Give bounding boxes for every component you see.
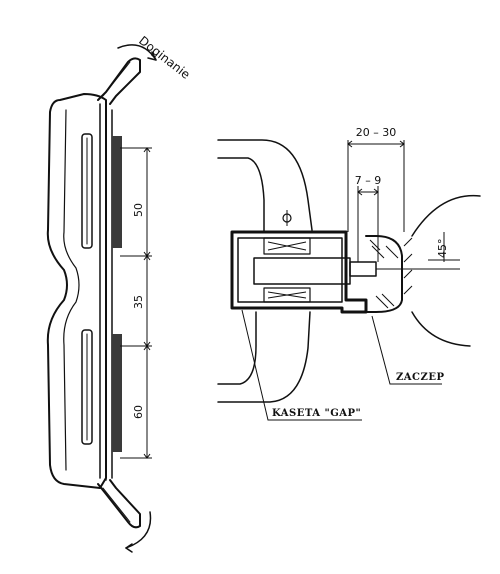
lower-bent-tab xyxy=(97,479,141,529)
upper-slot xyxy=(81,133,93,249)
frame-profile-upper xyxy=(217,139,313,231)
frame-profile-lower xyxy=(217,311,311,403)
upper-bent-tab xyxy=(97,57,141,105)
shaft-tip xyxy=(349,261,377,277)
strap-plate-view: Doginanie 50 35 60 xyxy=(46,33,193,553)
bend-arrow-top-head xyxy=(147,51,157,61)
bend-arrow-bottom xyxy=(125,511,152,549)
catch-hatching xyxy=(369,239,399,309)
frame-profile-lower-inner xyxy=(217,311,257,385)
callout-catch: ZACZEP xyxy=(396,372,444,383)
dimension-7-9: 7 – 9 xyxy=(355,174,382,187)
strap-outline xyxy=(46,93,107,489)
upper-bearing xyxy=(263,237,311,255)
bend-arrow-bottom-head xyxy=(125,543,133,553)
dimension-50: 50 xyxy=(132,203,145,217)
lower-slot xyxy=(81,329,93,445)
angle-45: 45° xyxy=(436,239,449,259)
lower-bearing xyxy=(263,287,311,303)
strap-flange xyxy=(99,99,113,481)
callout-cassette: KASETA "GAP" xyxy=(272,408,361,419)
roller-circle xyxy=(411,194,481,347)
cross-section-view: 20 – 30 7 – 9 45° ZACZEP KASETA "GAP" xyxy=(217,126,481,421)
cassette-housing xyxy=(230,230,368,314)
catch-latch xyxy=(365,235,403,313)
shaft xyxy=(253,257,351,285)
callout-leader-catch xyxy=(371,315,442,385)
strap-inner-line xyxy=(63,109,80,471)
dimension-35: 35 xyxy=(132,295,145,309)
bend-label: Doginanie xyxy=(136,33,193,81)
dimension-60: 60 xyxy=(132,405,145,419)
upper-cassette-block xyxy=(112,136,122,248)
frame-profile-upper-inner xyxy=(217,157,265,233)
dimension-20-30: 20 – 30 xyxy=(356,126,397,139)
lower-cassette-block xyxy=(112,334,122,452)
callout-leader-cassette xyxy=(241,309,362,421)
